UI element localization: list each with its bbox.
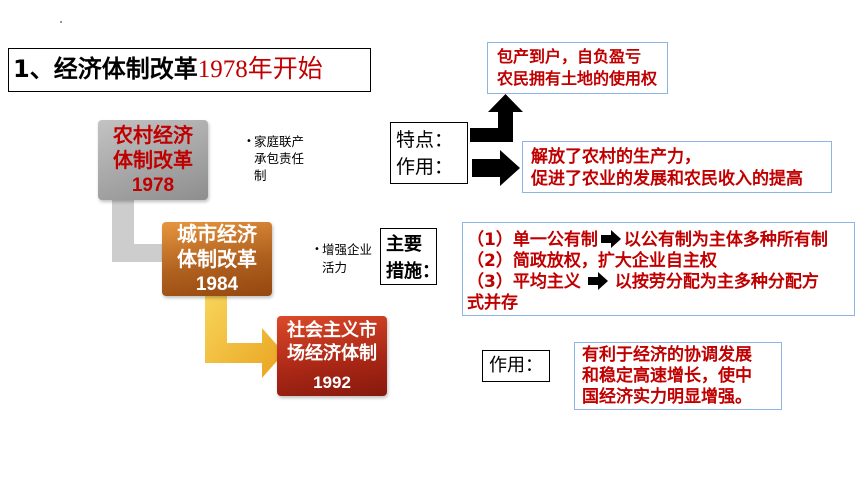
market-effect-label: 作用： — [482, 350, 550, 382]
note-line: 增强企业 — [322, 242, 373, 257]
measure-item-2: （2）简政放权，扩大企业自主权 — [467, 251, 717, 271]
stage-title-line-2: 体制改革 — [177, 247, 257, 271]
measure-from: （1）单一公有制 — [467, 230, 598, 250]
gold-elbow-arrow-icon — [205, 292, 284, 378]
market-effect-line: 国经济实力明显增强。 — [582, 387, 752, 407]
effect-line: 促进了农业的发展和农民收入的提高 — [531, 169, 803, 189]
stage-urban-reform-box: 城市经济 体制改革 1984 — [162, 222, 272, 296]
stage-title-line-2: 体制改革 — [113, 148, 193, 172]
bullet-dot-icon: • — [246, 136, 252, 147]
stage-title-line-1: 社会主义市 — [287, 320, 377, 341]
measure-item-1: （1）单一公有制 以公有制为主体多种所有制 — [467, 230, 854, 251]
arrow-right-icon — [472, 150, 520, 186]
market-effect-box: 有利于经济的协调发展 和稳定高速增长，使中 国经济实力明显增强。 — [574, 342, 782, 410]
note-line: 家庭联产 — [254, 134, 305, 149]
stage-title-line-1: 城市经济 — [177, 222, 257, 246]
stage-title-line-2: 场经济体制 — [287, 343, 377, 364]
title-box: 1、经济体制改革1978年开始 — [8, 48, 371, 92]
arrow-right-icon — [600, 230, 621, 248]
measure-to: 以公有制为主体多种所有制 — [623, 230, 828, 250]
features-line: 农民拥有土地的使用权 — [497, 69, 658, 88]
main-measures-label-box: 主要 措施： — [380, 228, 440, 285]
urban-reform-note: • 增强企业 活力 — [314, 241, 372, 277]
rural-reform-note: • 家庭联产 承包责任 制 — [246, 133, 304, 184]
title-start-year: 1978年开始 — [197, 56, 323, 83]
features-label: 特点： — [396, 129, 454, 151]
note-line: 制 — [254, 168, 267, 183]
title-topic: 1、经济体制改革 — [13, 55, 198, 83]
stage-year: 1992 — [313, 373, 351, 392]
features-line: 包产到户，自负盈亏 — [497, 47, 642, 66]
stage-market-economy-box: 社会主义市 场经济体制 1992 — [277, 316, 387, 396]
elbow-arrow-up-icon — [470, 94, 523, 142]
measures-label-line: 主要 — [386, 234, 422, 255]
effect-line: 解放了农村的生产力， — [531, 147, 701, 167]
measure-from: （3）平均主义 — [467, 272, 581, 292]
stage-title-line-1: 农村经济 — [113, 123, 193, 147]
rural-features-box: 包产到户，自负盈亏 农民拥有土地的使用权 — [487, 42, 668, 94]
note-line: 承包责任 — [254, 151, 305, 166]
measure-to: 以按劳分配为主多种分配方 — [614, 272, 819, 292]
stage-rural-reform-box: 农村经济 体制改革 1978 — [98, 120, 208, 200]
measure-item-3-continued: 式并存 — [467, 293, 518, 313]
urban-measures-box: （1）单一公有制 以公有制为主体多种所有制 （2）简政放权，扩大企业自主权 （3）… — [462, 222, 855, 316]
note-line: 活力 — [322, 260, 348, 275]
arrow-right-icon — [587, 272, 608, 290]
rural-effect-box: 解放了农村的生产力， 促进了农业的发展和农民收入的提高 — [522, 141, 832, 193]
measure-item-3: （3）平均主义 以按劳分配为主多种分配方 — [467, 272, 854, 293]
stray-dot — [60, 21, 62, 23]
measures-label-line: 措施： — [386, 261, 440, 282]
effect-label: 作用： — [396, 156, 454, 178]
market-effect-line: 有利于经济的协调发展 — [582, 345, 752, 365]
stage-year: 1978 — [131, 175, 175, 196]
gray-elbow-connector-icon — [112, 198, 168, 262]
bullet-dot-icon: • — [314, 244, 320, 255]
rural-labels-box: 特点： 作用： — [390, 122, 468, 184]
stage-year: 1984 — [195, 274, 239, 295]
market-effect-line: 和稳定高速增长，使中 — [582, 366, 752, 386]
